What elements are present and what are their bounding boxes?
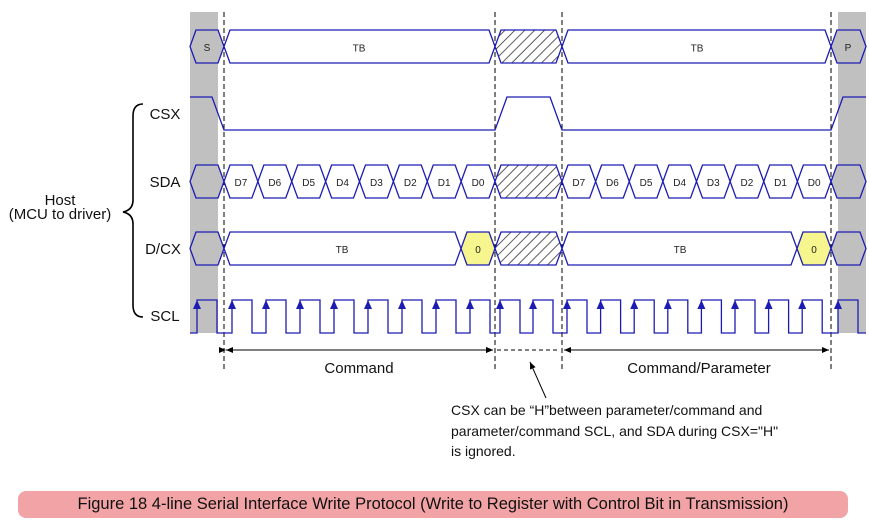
tb-label: TB <box>353 44 366 55</box>
command-parameter-label: Command/Parameter <box>627 360 770 377</box>
stop-label: P <box>845 43 852 54</box>
sda-bit-label: D6 <box>606 178 619 189</box>
sda-bit-label: D1 <box>774 178 787 189</box>
note-line-3: is ignored. <box>451 443 516 459</box>
rising-edge-arrow-icon <box>466 300 474 309</box>
sda-bit-label: D3 <box>370 178 383 189</box>
rising-edge-arrow-icon <box>563 300 571 309</box>
ignored-segment <box>494 29 563 64</box>
dcx-tb-label: TB <box>674 245 687 256</box>
csx-label: CSX <box>150 106 181 123</box>
rising-edge-arrow-icon <box>296 300 304 309</box>
ignored-segment <box>494 231 563 266</box>
ignored-segment <box>494 164 563 199</box>
rising-edge-arrow-icon <box>697 300 706 309</box>
tb-label: TB <box>691 44 704 55</box>
sda-bit-label: D6 <box>268 178 281 189</box>
rising-edge-arrow-icon <box>596 300 605 309</box>
host-sublabel: (MCU to driver) <box>9 206 112 223</box>
rising-edge-arrow-icon <box>330 300 338 309</box>
figure-caption: Figure 18 4-line Serial Interface Write … <box>18 491 848 518</box>
rising-edge-arrow-icon <box>529 300 537 309</box>
sda-idle <box>189 164 225 199</box>
rising-edge-arrow-icon <box>764 300 773 309</box>
command-label: Command <box>324 360 393 377</box>
rising-edge-arrow-icon <box>630 300 639 309</box>
dcx-bit-label: 0 <box>811 245 817 256</box>
rising-edge-arrow-icon <box>731 300 739 309</box>
dcx-idle <box>189 231 225 266</box>
scl-label: SCL <box>150 308 179 325</box>
rising-edge-arrow-icon <box>496 300 504 309</box>
sda-bit-label: D7 <box>235 178 248 189</box>
sda-label: SDA <box>150 174 181 191</box>
rising-edge-arrow-icon <box>262 300 270 309</box>
rising-edge-arrow-icon <box>364 300 372 309</box>
sda-bit-label: D2 <box>741 178 754 189</box>
rising-edge-arrow-icon <box>663 300 672 309</box>
csx-waveform <box>190 96 866 131</box>
rising-edge-arrow-icon <box>398 300 406 309</box>
host-brace <box>122 103 144 318</box>
sda-bit-label: D0 <box>472 178 485 189</box>
sda-bit-label: D0 <box>808 178 821 189</box>
start-label: S <box>204 43 211 54</box>
sda-bit-label: D2 <box>404 178 417 189</box>
note-line-1: CSX can be “H”between parameter/command … <box>451 402 763 418</box>
stop-condition <box>830 29 867 64</box>
dcx-label: D/CX <box>145 241 181 258</box>
dcx-tb-label: TB <box>336 245 349 256</box>
sda-bit-label: D5 <box>640 178 653 189</box>
rising-edge-arrow-icon <box>193 300 201 309</box>
scl-waveform <box>190 299 866 334</box>
sda-bit-label: D4 <box>673 178 686 189</box>
sda-bit-label: D1 <box>438 178 451 189</box>
note-pointer-arrow <box>529 361 547 399</box>
csx-note: CSX can be “H”between parameter/command … <box>451 400 778 462</box>
dcx-bit-label: 0 <box>475 245 481 256</box>
rising-edge-arrow-icon <box>798 300 807 309</box>
sda-bit-label: D7 <box>572 178 585 189</box>
sda-idle <box>830 164 867 199</box>
host-label: Host <box>45 192 77 209</box>
sda-bit-label: D4 <box>336 178 349 189</box>
rising-edge-arrow-icon <box>834 300 842 309</box>
rising-edge-arrow-icon <box>432 300 440 309</box>
sda-bit-label: D5 <box>302 178 315 189</box>
rising-edge-arrow-icon <box>228 300 236 309</box>
dcx-idle <box>830 231 867 266</box>
note-line-2: parameter/command SCL, and SDA during CS… <box>451 422 779 439</box>
sda-bit-label: D3 <box>707 178 720 189</box>
